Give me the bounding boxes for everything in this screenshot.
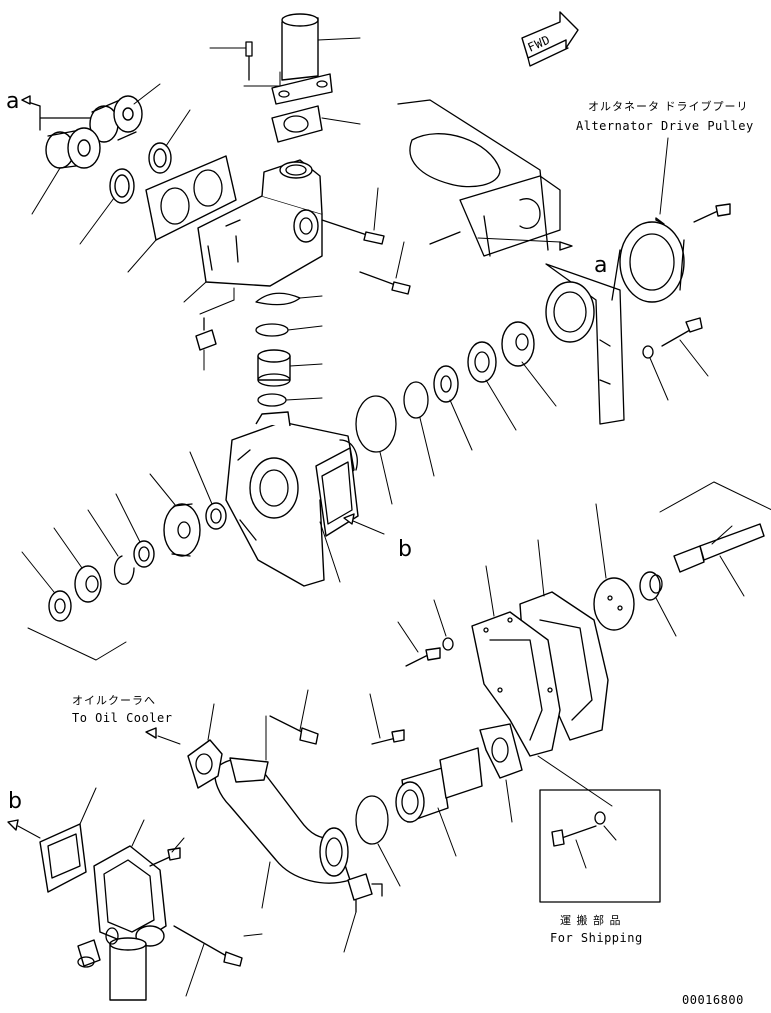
cover-bolt-short [149, 837, 185, 867]
o-ring-small-1 [255, 292, 323, 306]
thermostat-housing [183, 159, 323, 303]
drawing-number: 00016800 [682, 993, 744, 1007]
ref-b-pump: b [343, 513, 412, 562]
cover-washer [433, 599, 454, 651]
shipping-label-en: For Shipping [550, 931, 643, 945]
impeller [639, 571, 677, 637]
water-pump-body [225, 411, 359, 587]
cover-bolt-long [173, 925, 263, 997]
pump-drive-gear [149, 473, 201, 557]
pulley-bolt-top [693, 203, 731, 223]
o-ring-large-1 [403, 381, 435, 477]
inlet-bolt [369, 693, 405, 745]
ref-b-left: b [7, 789, 41, 839]
seal-ring-1 [79, 168, 135, 245]
ref-b-label-left: b [8, 789, 22, 814]
bypass-plug [257, 349, 323, 387]
pump-seal [21, 551, 72, 622]
engine-front-cover: a [397, 99, 625, 425]
elbow-bolt [269, 689, 319, 745]
thermostat-lower [31, 127, 101, 215]
inlet-gasket [479, 723, 523, 823]
drain-cock [195, 287, 235, 371]
elbow-o-ring [355, 795, 401, 887]
fwd-arrow-sign: FWD [521, 11, 579, 67]
ref-a-left: a [6, 89, 93, 131]
front-cover-gasket [471, 565, 561, 757]
lower-thermostat-cover [93, 819, 167, 1001]
o-ring-large-2 [355, 395, 397, 505]
outlet-bolt [209, 41, 281, 87]
cover-o-ring [105, 927, 119, 945]
cover-plug [77, 939, 101, 968]
housing-bolt-lower [359, 241, 411, 295]
ref-a-label-right: a [594, 253, 607, 278]
seal-ring-2 [148, 109, 191, 174]
outlet-gasket [271, 105, 361, 143]
oil-cooler-label-jp: オイルクーラへ [72, 694, 156, 707]
oil-cooler-gasket: オイルクーラへ To Oil Cooler [72, 694, 223, 789]
alternator-label-en: Alternator Drive Pulley [576, 119, 754, 133]
snap-ring [87, 509, 135, 585]
for-shipping-box: 運 搬 部 品 For Shipping [537, 755, 661, 945]
o-ring-small-2 [255, 323, 323, 337]
thermostat-gasket [127, 155, 237, 273]
ref-b-label-pump: b [398, 537, 412, 562]
o-ring-small-3 [257, 393, 323, 407]
cover-bolt [397, 621, 441, 667]
bearing-mid [433, 365, 473, 451]
cover-gasket-left [39, 787, 97, 893]
pulley-washer [642, 345, 669, 401]
shipping-label-jp: 運 搬 部 品 [560, 913, 622, 927]
ref-a-label-left: a [6, 89, 19, 114]
shaft-seal-large [501, 321, 557, 407]
pump-parts-bracket [27, 627, 127, 661]
pump-shaft [659, 481, 771, 597]
pump-spacer [189, 451, 227, 530]
pump-pulley [593, 503, 635, 631]
bearing-upper [467, 341, 517, 431]
pump-collar [115, 493, 155, 568]
front-cover-plate [519, 539, 609, 741]
housing-bolt-upper [321, 187, 385, 245]
oil-cooler-label-en: To Oil Cooler [72, 711, 172, 725]
oil-cooler-elbow [214, 715, 351, 909]
temp-sensor [343, 873, 383, 953]
pulley-bolt-right [661, 317, 709, 377]
water-outlet [271, 13, 361, 105]
alternator-drive-pulley: オルタネータ ドライブプーリ Alternator Drive Pulley [576, 99, 754, 303]
pump-bearing [53, 527, 102, 603]
water-inlet-connector [395, 747, 483, 857]
thermostat-upper [89, 83, 161, 143]
alternator-label-jp: オルタネータ ドライブプーリ [588, 99, 749, 113]
